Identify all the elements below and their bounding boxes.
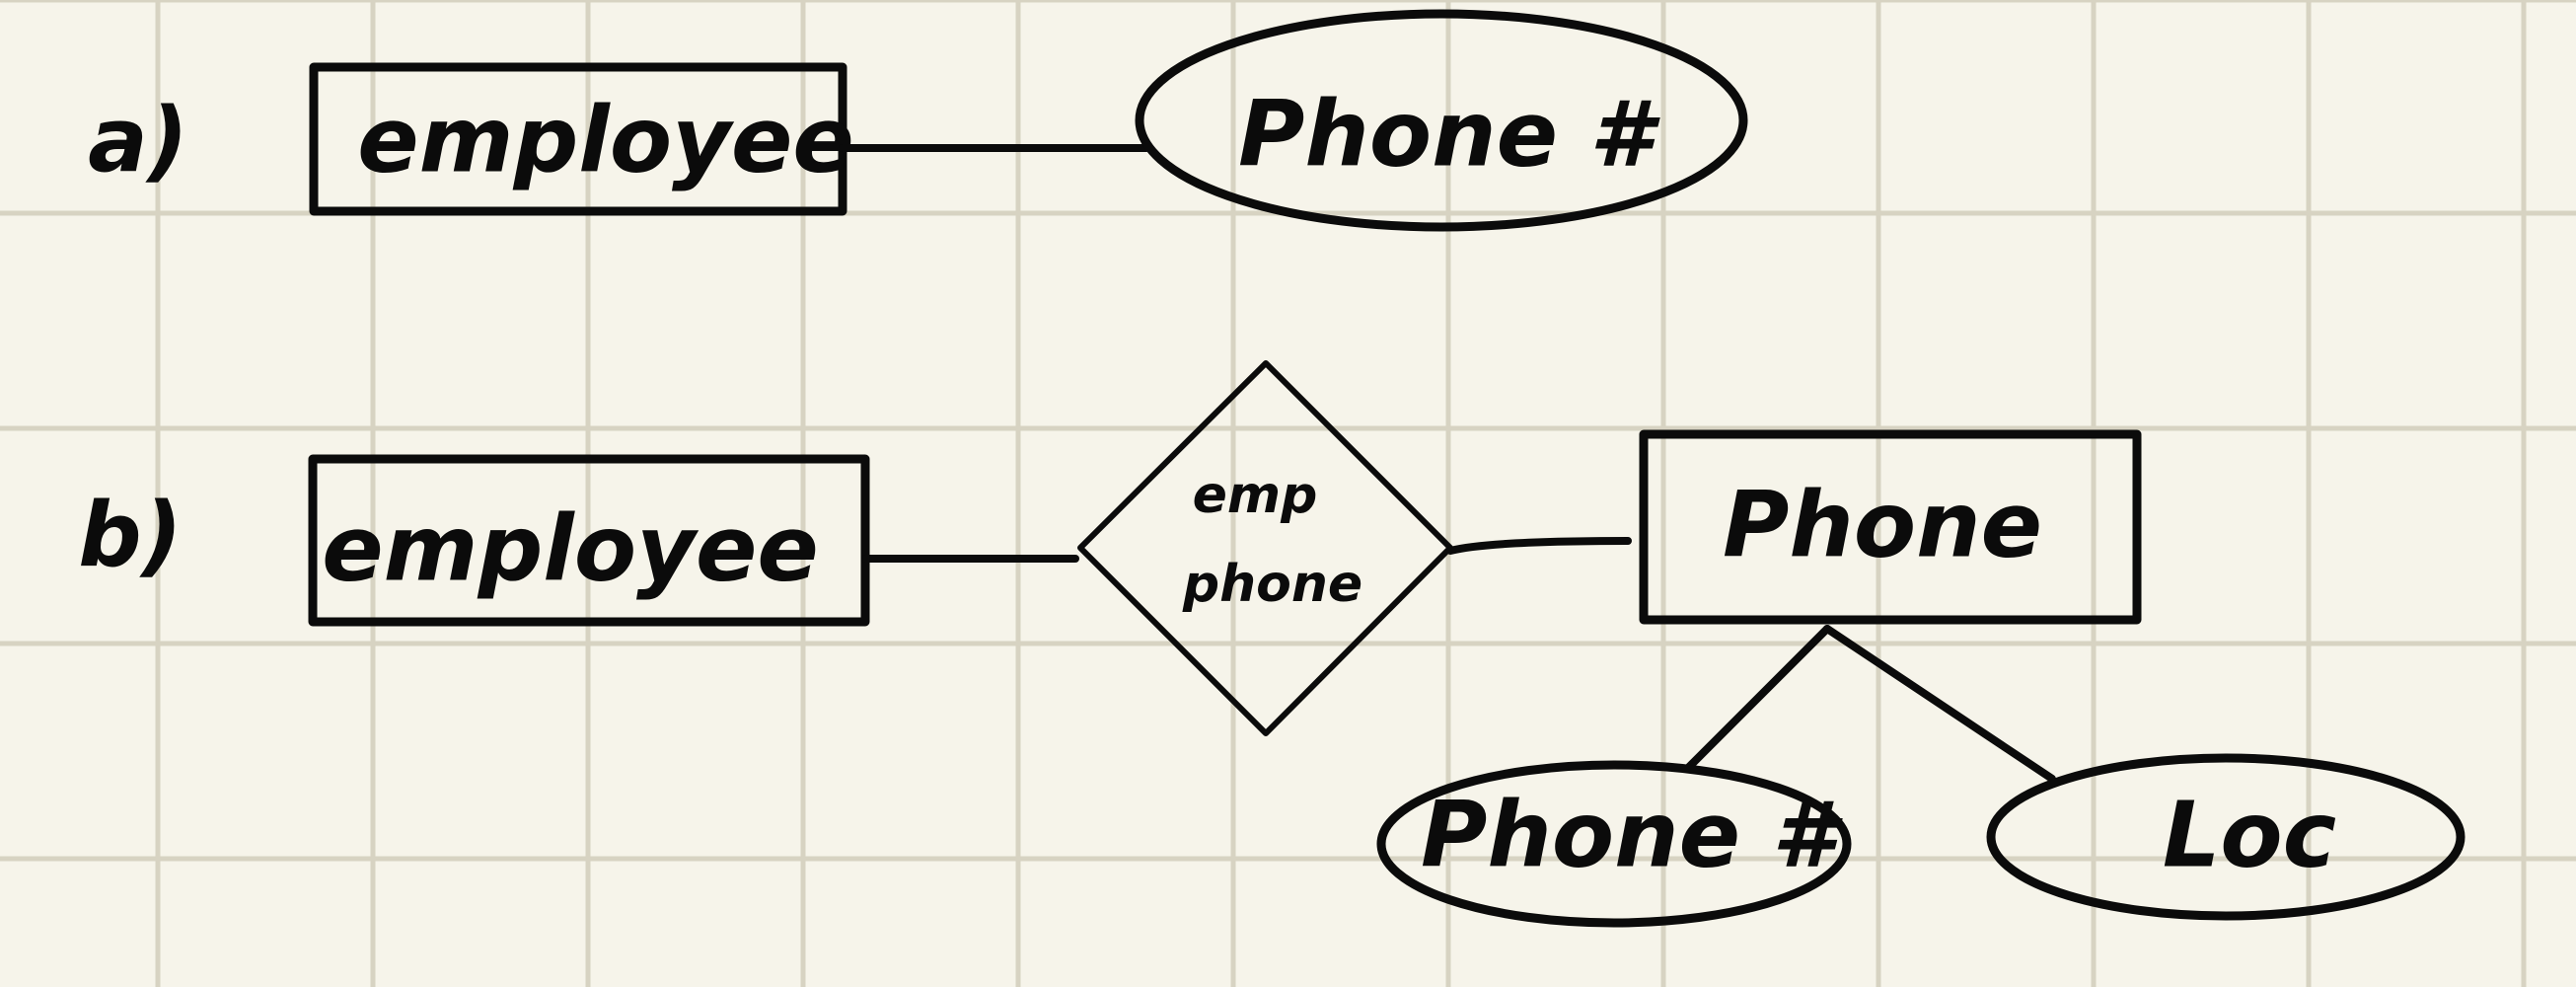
connector-phone-to-loc: [1823, 625, 2056, 783]
entity-phone-label: Phone: [1723, 472, 2042, 577]
part-a-marker: a): [88, 89, 188, 192]
entity-employee-a-label: employee: [357, 87, 854, 192]
connector-relationship-phone-b: [1446, 537, 1632, 555]
entity-employee-a: [309, 62, 847, 216]
part-a: a) employee Phone #: [88, 9, 1748, 232]
attribute-phone-number-b: [1376, 760, 1852, 928]
entity-phone: [1639, 429, 2142, 625]
relationship-label-line2: phone: [1182, 555, 1362, 614]
attribute-phone-number-b-label: Phone #: [1421, 782, 1843, 887]
relationship-label-line1: emp: [1193, 466, 1318, 525]
entity-employee-b: [308, 454, 870, 627]
attribute-phone-number-a: [1135, 9, 1748, 232]
connector-phone-to-phone-number: [1685, 625, 1831, 771]
entity-employee-b-label: employee: [322, 495, 819, 601]
relationship-emp-phone: [1077, 360, 1453, 736]
attribute-phone-number-a-label: Phone #: [1238, 81, 1660, 187]
part-b: b) employee emp phone Phone Phone # Loc: [78, 360, 2466, 928]
attribute-loc: [1986, 753, 2466, 921]
attribute-loc-label: Loc: [2163, 782, 2336, 887]
part-b-marker: b): [78, 484, 183, 587]
